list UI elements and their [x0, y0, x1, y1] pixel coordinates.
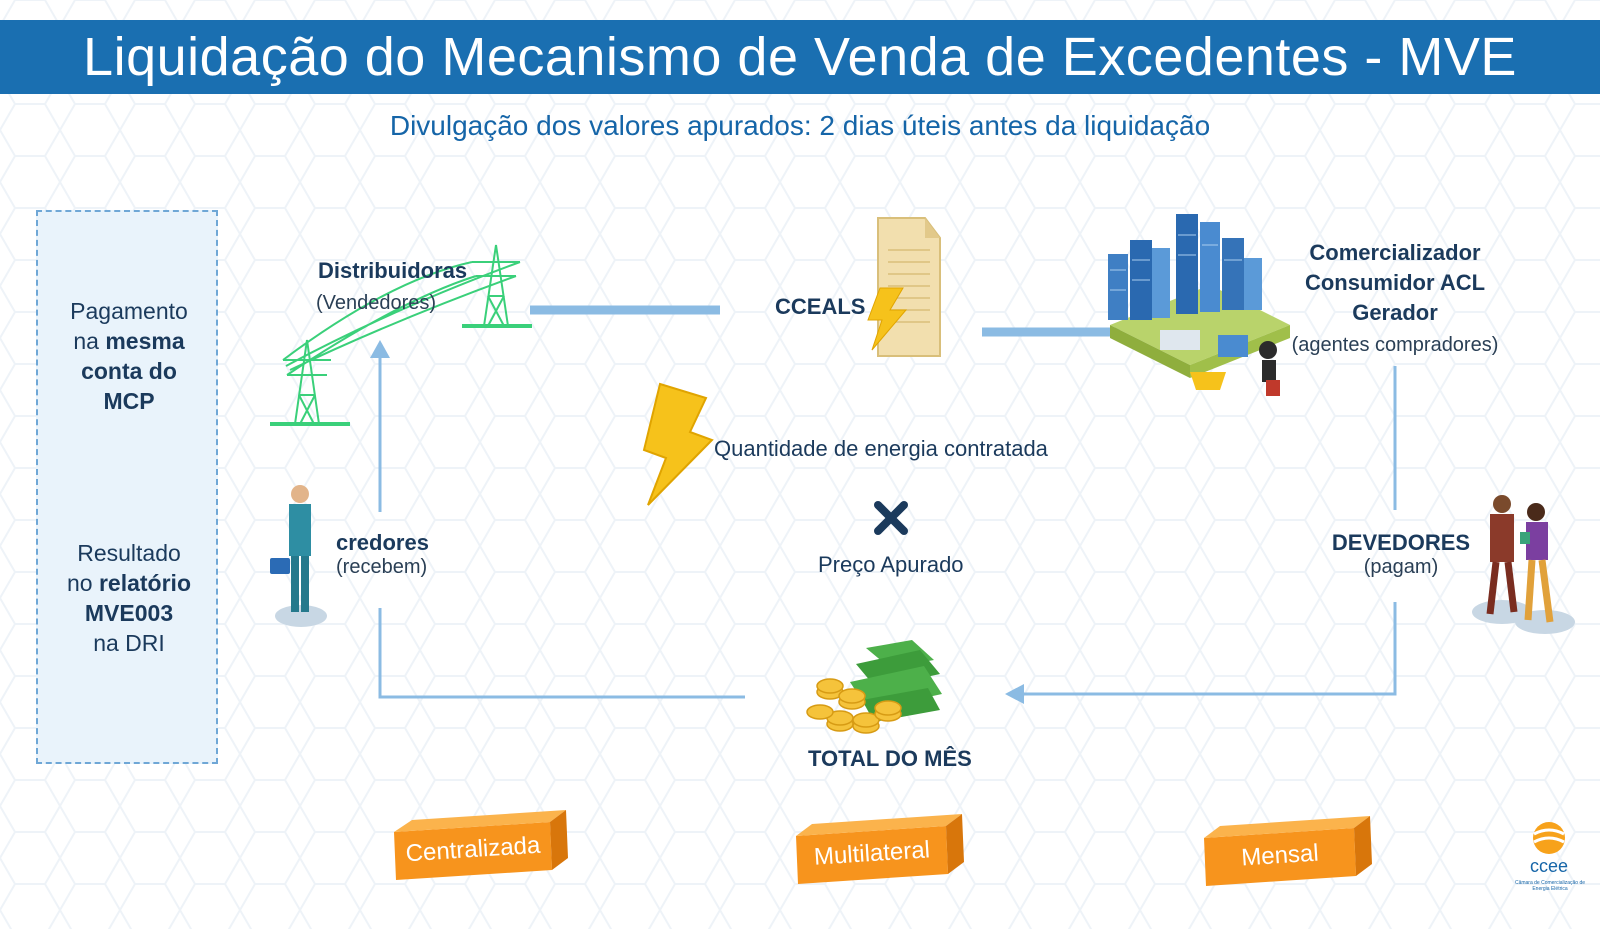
compradores-label: Comercializador Consumidor ACL Gerador (… — [1290, 238, 1500, 362]
lightning-small-icon — [867, 287, 908, 351]
cceals-label: CCEALS — [775, 294, 866, 319]
side-text-line: Pagamento — [70, 298, 188, 324]
side-text-bold: relatório — [98, 570, 191, 596]
tag-mensal — [1204, 816, 1372, 886]
side-text-line: MCP — [103, 388, 155, 414]
page-subtitle: Divulgação dos valores apurados: 2 dias … — [389, 110, 1211, 141]
tag-centralizada — [394, 810, 568, 880]
side-text-line: conta do — [81, 358, 177, 384]
side-info-result: Resultado no relatório MVE003 na DRI — [38, 538, 220, 658]
distribuidoras-title: Distribuidoras — [318, 258, 468, 283]
ccee-logo-text: ccee — [1530, 856, 1569, 876]
formula-quantity: Quantidade de energia contratada — [714, 436, 1048, 461]
flow-lines — [378, 305, 1397, 699]
side-text-fragment: no — [66, 570, 99, 596]
compradores-subtitle: (agentes compradores) — [1291, 334, 1499, 356]
multiply-icon — [874, 501, 908, 535]
side-text-bold: mesma — [105, 328, 185, 354]
credores-subtitle: (recebem) — [336, 556, 428, 578]
arrow-left-icon — [1005, 684, 1024, 704]
page-title: Liquidação do Mecanismo de Venda de Exce… — [0, 20, 1600, 94]
side-text-fragment: na — [73, 328, 106, 354]
credores-title: credores — [336, 530, 429, 555]
arrow-up-icon — [370, 340, 390, 358]
side-text-line: na mesma — [38, 326, 220, 356]
devedores-label: DEVEDORES (pagam) — [1326, 530, 1476, 579]
distribuidoras-subtitle: (Vendedores) — [316, 292, 437, 314]
side-text-line: MVE003 — [84, 600, 174, 626]
ccee-logo-tagline: Câmara de Comercialização de Energia Elé… — [1514, 880, 1586, 892]
side-info-payment: Pagamento na mesma conta do MCP — [38, 296, 220, 416]
flow-line-total-to-credores — [378, 608, 745, 699]
contract-document-icon — [877, 217, 941, 357]
flow-line-devedores-to-total — [1020, 602, 1397, 696]
lightning-icon — [642, 382, 714, 506]
side-text-line: no relatório — [38, 568, 220, 598]
compradores-line: Comercializador — [1309, 240, 1481, 265]
ccee-logo-icon — [1533, 822, 1565, 854]
side-text-line: Resultado — [77, 540, 181, 566]
total-label: TOTAL DO MÊS — [808, 746, 972, 771]
money-pile-icon — [806, 640, 942, 734]
side-info-panel: Pagamento na mesma conta do MCP Resultad… — [36, 210, 218, 764]
power-tower-icon — [270, 244, 532, 426]
couple-icon — [1472, 495, 1575, 634]
businessman-icon — [270, 485, 327, 627]
formula-price: Preço Apurado — [818, 552, 964, 577]
city-buildings-icon — [1108, 214, 1290, 396]
side-text-line: na DRI — [93, 630, 165, 656]
compradores-line: Consumidor ACL — [1304, 270, 1486, 295]
devedores-title: DEVEDORES — [1331, 530, 1471, 555]
compradores-line: Gerador — [1352, 300, 1438, 325]
devedores-subtitle: (pagam) — [1363, 556, 1439, 578]
tag-multilateral — [796, 814, 964, 884]
